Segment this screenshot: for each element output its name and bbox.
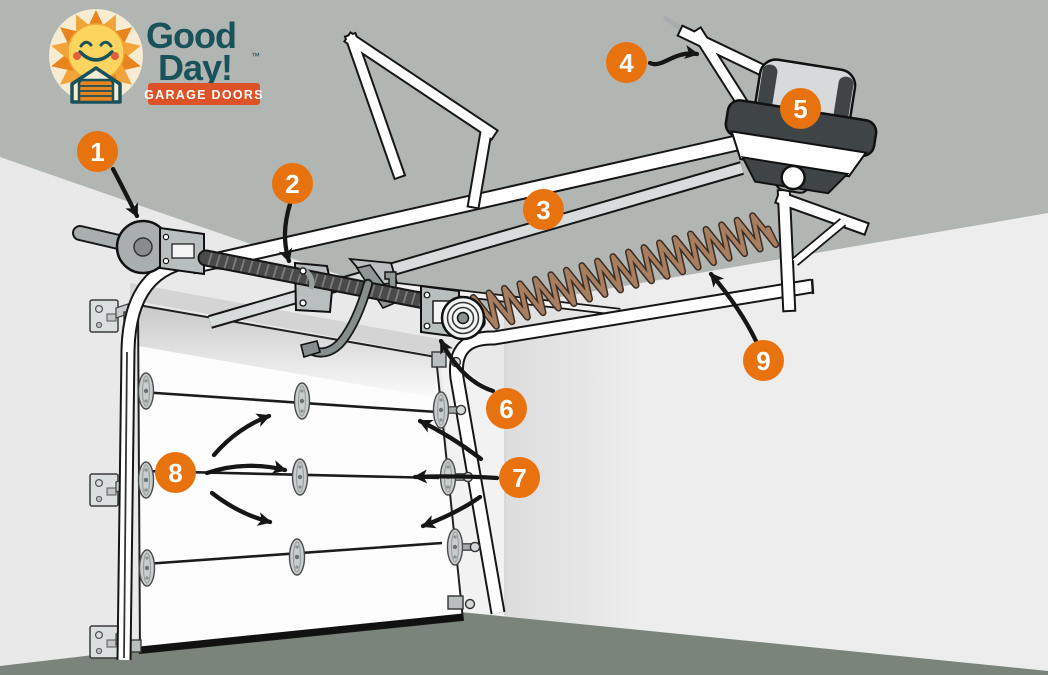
arrow-7b [412, 469, 500, 484]
arrow-7c [420, 494, 483, 529]
callout-7[interactable]: 7 [499, 457, 540, 498]
extension-spring [469, 212, 780, 330]
arrow-6 [438, 338, 496, 394]
edge-hinges-and-rollers [431, 351, 480, 610]
front-rail-hanger-bracket [342, 30, 500, 210]
header-shadow [130, 283, 445, 357]
arrow-1 [110, 166, 140, 219]
callout-6[interactable]: 6 [486, 388, 527, 429]
svg-text:GARAGE DOORS: GARAGE DOORS [144, 88, 264, 102]
arrow-4 [647, 45, 700, 67]
arrow-8c [209, 490, 273, 526]
svg-text:Day!: Day! [158, 47, 232, 88]
logo-banner: GARAGE DOORS [144, 83, 264, 105]
torsion-spring-assembly [72, 219, 486, 359]
section-joint-top [140, 390, 438, 414]
callout-5[interactable]: 5 [780, 88, 821, 129]
arrow-8b [204, 460, 288, 476]
center-bearing-bracket-front [298, 265, 315, 307]
callout-1[interactable]: 1 [77, 131, 118, 172]
left-bearing-plate [159, 226, 205, 276]
arrow-7a [417, 418, 484, 462]
logo-wordmark: Good Day! ™ [146, 15, 260, 88]
logo-sun-icon [49, 9, 143, 104]
callout-3[interactable]: 3 [523, 189, 564, 230]
callout-9[interactable]: 9 [743, 340, 784, 381]
right-track [448, 278, 815, 615]
svg-text:™: ™ [251, 51, 260, 61]
callout-arrows [110, 45, 759, 529]
winding-bar-hook [300, 278, 373, 359]
callout-4[interactable]: 4 [606, 42, 647, 83]
cable-drum [440, 295, 486, 341]
winding-cone [115, 219, 171, 275]
arrow-9 [708, 271, 759, 344]
callout-2[interactable]: 2 [272, 163, 313, 204]
callout-8[interactable]: 8 [155, 452, 196, 493]
svg-text:Good: Good [146, 15, 236, 56]
opener-face [730, 130, 868, 178]
rear-track-hanger-bracket [774, 188, 870, 313]
logo-good-day-garage-doors: Good Day! ™ GARAGE DOORS [49, 9, 264, 105]
arrow-8a [211, 413, 272, 458]
sun-face [78, 40, 114, 62]
garage-house-icon [70, 66, 122, 104]
opener-light [780, 164, 806, 191]
bottom-seal [139, 613, 464, 654]
floor [0, 612, 1048, 675]
arrow-2 [278, 201, 293, 264]
